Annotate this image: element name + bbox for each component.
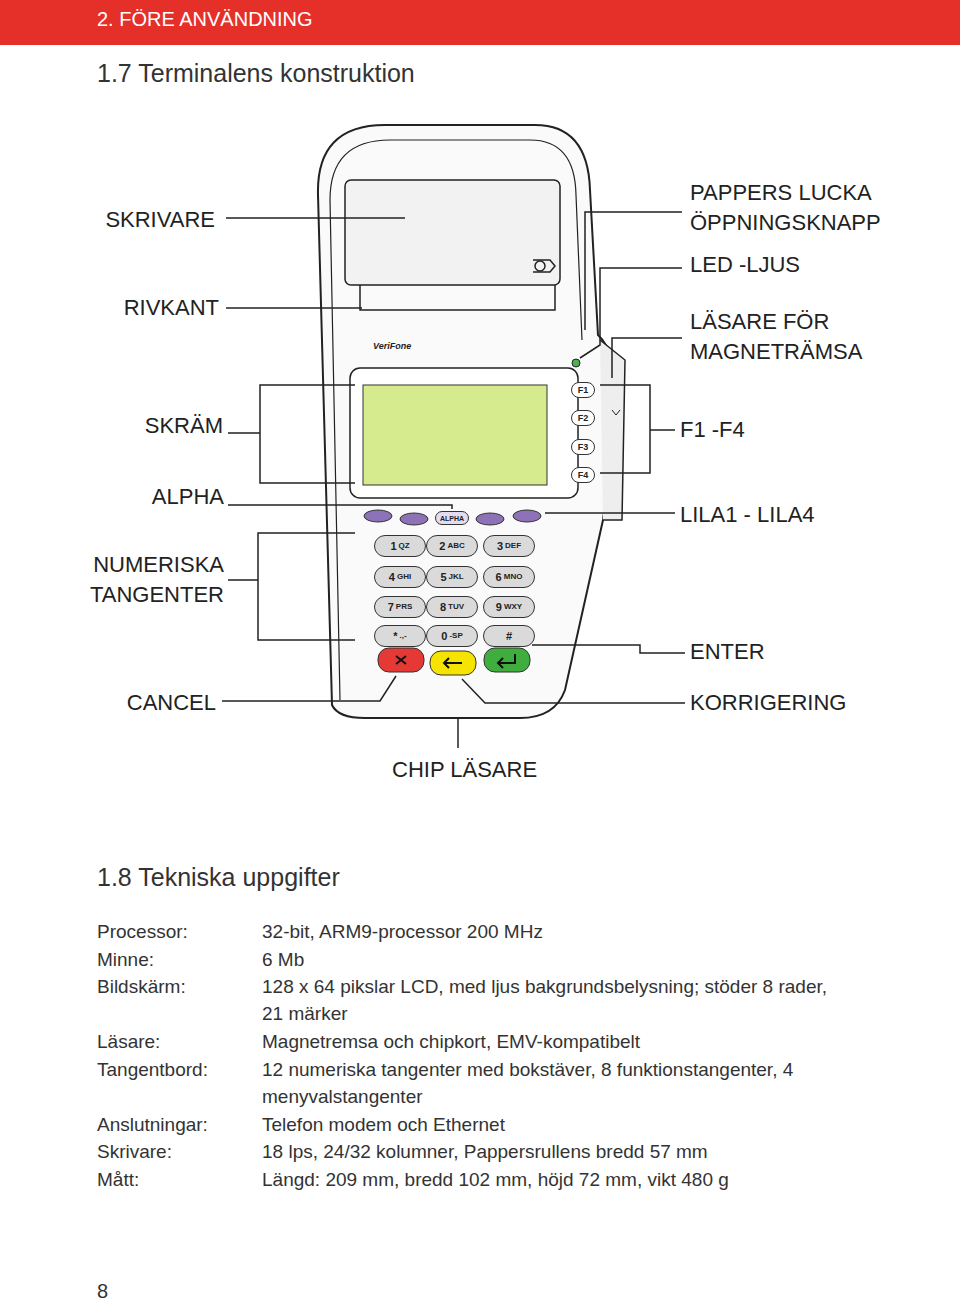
header-band — [0, 0, 960, 45]
brand-logo: VeriFone — [373, 340, 453, 352]
spec-name: Minne: — [97, 946, 262, 973]
part-label: CANCEL — [16, 688, 216, 718]
key-letters: DEF — [505, 542, 521, 550]
part-label: SKRIVARE — [15, 205, 215, 235]
key-digit: 6 — [496, 572, 502, 583]
part-label: F1 -F4 — [680, 415, 880, 445]
spec-value: 12 numeriska tangenter med bokstäver, 8 … — [262, 1056, 847, 1110]
spec-value: 18 lps, 24/32 kolumner, Pappersrullens b… — [262, 1138, 847, 1165]
key-digit: 5 — [440, 572, 446, 583]
keypad-key: # — [483, 625, 535, 647]
spec-value: 128 x 64 pikslar LCD, med ljus bakgrunds… — [262, 973, 847, 1027]
spec-name: Anslutningar: — [97, 1111, 262, 1138]
spec-value: Magnetremsa och chipkort, EMV-kompatibel… — [262, 1028, 847, 1055]
section-title: 1.7 Terminalens konstruktion — [97, 58, 415, 88]
keypad-key: F3 — [571, 439, 595, 455]
spec-name: Skrivare: — [97, 1138, 262, 1165]
key-letters: GHI — [397, 573, 411, 581]
spec-value: Telefon modem och Ethernet — [262, 1111, 847, 1138]
key-digit: 0 — [441, 631, 447, 642]
purple-keys — [364, 510, 541, 525]
keypad-key: 5JKL — [426, 566, 478, 588]
key-digit: ALPHA — [440, 515, 464, 522]
part-label: LÄSARE FÖR MAGNETRÄMSA — [690, 307, 860, 367]
part-label: NUMERISKA TANGENTER — [89, 550, 224, 610]
part-label: CHIP LÄSARE — [392, 755, 612, 785]
key-digit: 7 — [388, 602, 394, 613]
spec-name: Mått: — [97, 1166, 262, 1193]
part-label: LED -LJUS — [690, 250, 910, 280]
spec-value: 32-bit, ARM9-processor 200 MHz — [262, 918, 847, 945]
part-label: KORRIGERING — [690, 688, 910, 718]
spec-value: Längd: 209 mm, bredd 102 mm, höjd 72 mm,… — [262, 1166, 847, 1193]
key-digit: F2 — [578, 414, 589, 423]
key-digit: 9 — [496, 602, 502, 613]
key-letters: .,- — [400, 632, 407, 640]
spec-name: Tangentbord: — [97, 1056, 262, 1083]
key-digit: 3 — [497, 541, 503, 552]
key-letters: -SP — [449, 632, 462, 640]
part-label: PAPPERS LUCKA ÖPPNINGSKNAPP — [690, 178, 890, 238]
keypad-key: 3DEF — [483, 535, 535, 557]
key-digit: F4 — [578, 471, 589, 480]
led — [572, 359, 580, 367]
keypad-key: 2ABC — [426, 535, 478, 557]
keypad-key: ALPHA — [435, 511, 469, 525]
keypad-key: 1QZ — [374, 535, 426, 557]
key-letters: MNO — [504, 573, 523, 581]
part-label: RIVKANT — [19, 293, 219, 323]
part-label: SKRÄM — [23, 411, 223, 441]
part-label: LILA1 - LILA4 — [680, 500, 900, 530]
terminal-housing — [318, 125, 625, 718]
key-letters: TUV — [448, 603, 464, 611]
key-digit: 8 — [440, 602, 446, 613]
page-number: 8 — [97, 1278, 137, 1305]
keypad-key: 8TUV — [426, 596, 478, 618]
spec-name: Läsare: — [97, 1028, 262, 1055]
keypad-key: 6MNO — [483, 566, 535, 588]
key-digit: F1 — [578, 386, 589, 395]
key-digit: * — [393, 631, 397, 642]
part-label: ENTER — [690, 637, 890, 667]
keypad-key: F4 — [571, 467, 595, 483]
section-title: 1.8 Tekniska uppgifter — [97, 860, 597, 894]
key-digit: 4 — [389, 572, 395, 583]
key-letters: JKL — [449, 573, 464, 581]
key-letters: PRS — [396, 603, 412, 611]
key-letters: ABC — [447, 542, 464, 550]
keypad-key: 4GHI — [374, 566, 426, 588]
spec-value: 6 Mb — [262, 946, 847, 973]
keypad-key: 0-SP — [426, 625, 478, 647]
keypad-key: 9WXY — [483, 596, 535, 618]
key-letters: QZ — [399, 542, 410, 550]
key-digit: 1 — [390, 541, 396, 552]
spec-name: Processor: — [97, 918, 262, 945]
key-digit: F3 — [578, 443, 589, 452]
header-text: 2. FÖRE ANVÄNDNING — [97, 6, 597, 33]
part-label: ALPHA — [24, 482, 224, 512]
action-keys — [378, 648, 530, 675]
keypad-key: F1 — [571, 382, 595, 398]
paper-lid-button — [533, 260, 555, 272]
keypad-key: F2 — [571, 410, 595, 426]
key-digit: 2 — [439, 541, 445, 552]
leader-lines — [222, 212, 685, 748]
key-digit: # — [506, 631, 512, 642]
spec-name: Bildskärm: — [97, 973, 262, 1000]
key-letters: WXY — [504, 603, 522, 611]
keypad-key: 7PRS — [374, 596, 426, 618]
keypad-key: *.,- — [374, 625, 426, 647]
